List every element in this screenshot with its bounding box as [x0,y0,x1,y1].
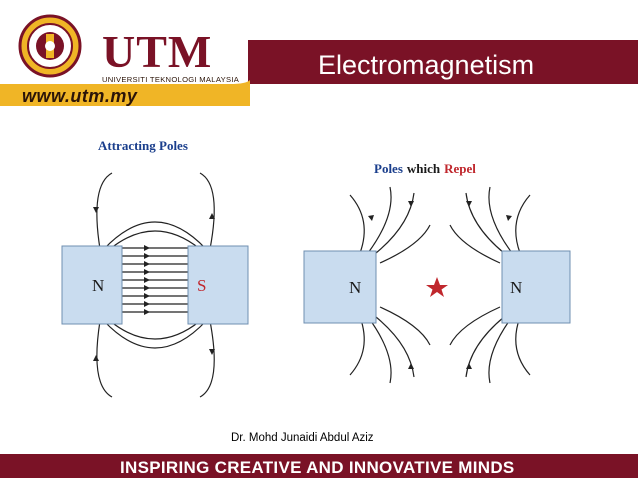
gold-swoosh [0,80,250,106]
repel-magnet-right [501,250,571,324]
attract-caption: Attracting Poles [98,138,188,153]
footer-band [0,454,638,478]
utm-logo: UTM UNIVERSITI TEKNOLOGI MALAYSIA [18,12,239,84]
footer-tagline: INSPIRING CREATIVE AND INNOVATIVE MINDS [120,458,515,477]
brand-subtitle: UNIVERSITI TEKNOLOGI MALAYSIA [102,75,240,84]
title-bar [248,40,638,84]
slide-title: Electromagnetism [318,50,535,80]
attract-magnet-north [61,245,123,325]
attract-right-pole-label: S [197,276,206,295]
attract-left-pole-label: N [92,276,104,295]
utm-crest-icon [18,14,82,78]
repulsion-star-icon [426,277,448,297]
author-credit: Dr. Mohd Junaidi Abdul Aziz [231,432,374,444]
attract-arrowheads [93,207,215,361]
brand-name: UTM [102,26,213,77]
repel-magnet-left [303,250,377,324]
attract-field-lines [96,172,215,398]
repel-arrowheads [368,201,512,369]
repel-field-lines [349,186,531,384]
web-address[interactable]: www.utm.my [22,86,138,106]
attract-magnet-south [187,245,249,325]
repel-left-pole-label: N [349,278,361,297]
repel-right-pole-label: N [510,278,522,297]
